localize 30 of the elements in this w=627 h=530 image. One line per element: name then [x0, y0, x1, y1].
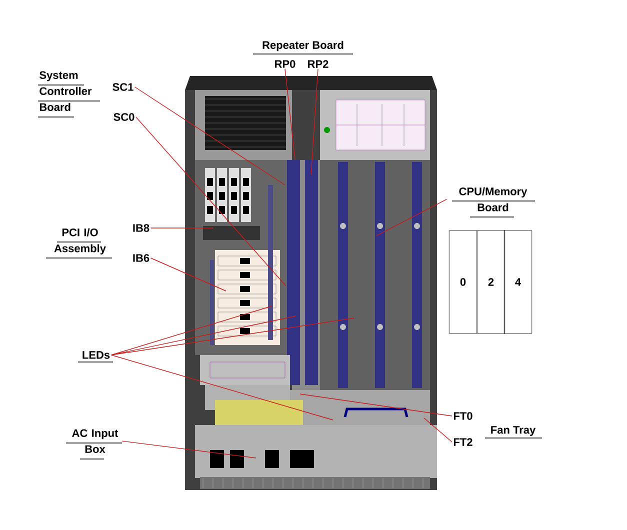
callout-label: LEDs — [78, 351, 114, 362]
leader-line — [110, 306, 272, 356]
slot-cell: 2 — [476, 230, 506, 334]
leader-line — [300, 394, 452, 416]
leader-line — [424, 418, 452, 442]
callout-label: RP2 — [308, 60, 328, 68]
heading: System Controller Board — [38, 71, 100, 118]
callout-label: SC0 — [114, 113, 134, 121]
leader-line — [136, 116, 286, 286]
leader-line — [134, 86, 286, 186]
leader-line — [110, 316, 296, 356]
leader-line — [310, 68, 318, 176]
callout-label: AC Input Box — [66, 429, 122, 460]
callout-label: CPU/Memory Board — [452, 187, 536, 218]
callout-label: IB6 — [133, 254, 150, 262]
callout-label: FT2 — [454, 438, 472, 446]
callout-label: RP0 — [275, 60, 296, 68]
callout-label: FT0 — [454, 412, 472, 420]
leader-line — [284, 68, 296, 160]
callout-label: IB8 — [133, 224, 150, 232]
leader-line — [122, 440, 256, 458]
heading: PCI I/O Assembly — [46, 228, 112, 258]
heading: Repeater Board — [252, 40, 354, 54]
slot-cell: 0 — [448, 230, 478, 334]
leader-line — [110, 354, 334, 420]
leader-line — [110, 318, 354, 356]
leader-line — [150, 258, 226, 292]
heading: Fan Tray — [484, 426, 542, 438]
callout-label: SC1 — [112, 83, 134, 91]
slot-cell: 4 — [504, 230, 532, 334]
